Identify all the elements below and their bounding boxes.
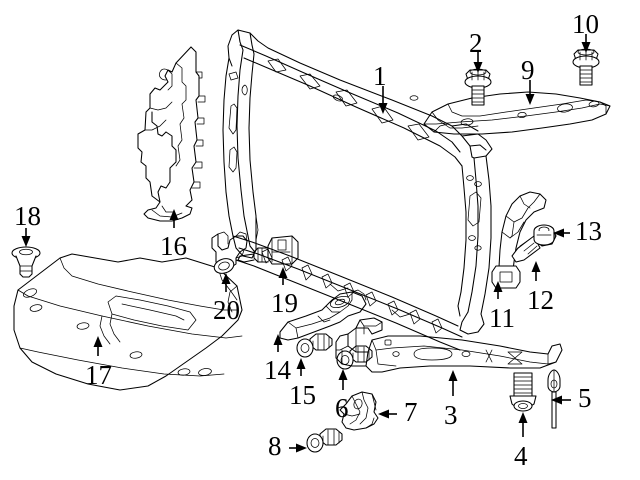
callout-number-20: 20	[213, 295, 240, 325]
part-radiator-support-frame	[222, 29, 493, 351]
callout-number-18: 18	[14, 201, 41, 231]
callout-number-1: 1	[373, 61, 387, 91]
callout-number-4: 4	[514, 441, 528, 471]
part-flange-bolt-small	[296, 333, 333, 358]
callout-number-10: 10	[572, 9, 599, 39]
part-lower-brace-bar	[279, 289, 367, 341]
part-push-pin-clip	[11, 246, 41, 278]
part-sensor-connector-module	[237, 235, 299, 265]
part-flange-bolt-lower	[306, 428, 343, 453]
callout-number-19: 19	[271, 288, 298, 318]
part-flange-bolt-mid	[336, 345, 373, 370]
callout-number-6: 6	[335, 393, 349, 423]
callout-number-13: 13	[575, 216, 602, 246]
part-flange-bolt-upper	[464, 68, 492, 106]
part-air-deflector-baffle	[137, 46, 206, 222]
callout-number-11: 11	[489, 303, 515, 333]
callout-number-9: 9	[521, 55, 535, 85]
callout-number-7: 7	[404, 397, 418, 427]
callout-number-14: 14	[264, 355, 291, 385]
part-flange-bolt-top-right	[572, 48, 600, 86]
part-side-stay-strut	[491, 191, 547, 289]
callout-number-17: 17	[85, 360, 112, 390]
part-upper-tie-bar-reinforcement	[423, 91, 611, 135]
callout-number-15: 15	[289, 380, 316, 410]
callout-number-3: 3	[444, 400, 458, 430]
part-bushing-bracket	[211, 231, 248, 274]
callout-number-16: 16	[160, 231, 187, 261]
callout-leaders	[21, 34, 591, 453]
part-flange-bolt-long	[509, 372, 537, 412]
part-bumper-reinforcement-beam	[335, 317, 563, 373]
callout-number-5: 5	[578, 383, 592, 413]
part-bracket-clip	[339, 391, 379, 431]
part-engine-splash-shield	[13, 253, 243, 391]
callout-number-2: 2	[469, 28, 483, 58]
part-nut-collar	[533, 224, 555, 246]
callout-number-12: 12	[527, 285, 554, 315]
part-retaining-pin	[547, 369, 561, 429]
callout-number-8: 8	[268, 431, 282, 461]
